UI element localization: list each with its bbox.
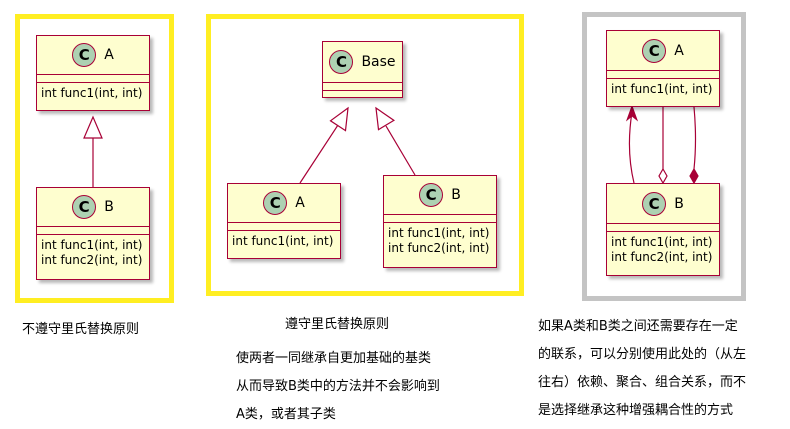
class-badge-icon: C	[642, 191, 667, 216]
method: int func1(int, int)	[41, 86, 143, 100]
p2-class-base: C Base	[322, 41, 403, 98]
p1-class-a-header: C A	[37, 36, 149, 75]
p3-class-b-header: C B	[607, 184, 719, 224]
panel-compliance-frame	[206, 14, 524, 296]
methods-compartment: int func1(int, int)	[228, 231, 340, 252]
description-line: A类，或者其子类	[236, 407, 336, 422]
description-line: 使两者一同继承自更加基础的基类	[236, 351, 432, 366]
class-name: A	[674, 42, 684, 59]
methods-compartment: int func1(int, int) int func2(int, int)	[37, 235, 149, 271]
p2-a-to-base-arrowhead	[329, 106, 349, 132]
method: int func1(int, int)	[611, 235, 713, 249]
class-badge-icon: C	[263, 191, 288, 215]
description-line: 往右）依赖、聚合、组合关系，而不	[538, 375, 747, 390]
class-badge-icon: C	[329, 50, 354, 74]
attributes-compartment	[37, 227, 149, 235]
p2-class-a: C A int func1(int, int)	[227, 183, 341, 259]
p3-dependency-edge	[628, 111, 635, 184]
class-name: A	[104, 47, 114, 63]
class-name: Base	[361, 54, 396, 70]
method: int func2(int, int)	[41, 253, 143, 267]
attributes-compartment	[37, 75, 149, 83]
method: int func1(int, int)	[41, 238, 143, 252]
p1-inheritance-arrowhead	[83, 115, 103, 139]
class-name: B	[451, 187, 461, 203]
p2-a-to-base-edge	[299, 124, 339, 184]
p2-b-to-base-arrowhead	[375, 106, 396, 131]
p3-dependency-arrowhead	[625, 104, 639, 122]
p3-class-a-header: C A	[607, 31, 719, 71]
class-badge-icon: C	[419, 183, 444, 207]
p2-class-base-header: C Base	[323, 42, 402, 83]
panel-association-frame	[582, 12, 746, 301]
p3-class-b: C B int func1(int, int) int func2(int, i…	[606, 183, 720, 276]
panel-violation-frame	[15, 14, 174, 303]
p3-aggregation-diamond	[658, 167, 668, 185]
p2-class-a-header: C A	[228, 184, 340, 223]
attributes-compartment	[607, 71, 719, 79]
class-badge-icon: C	[72, 43, 97, 67]
methods-compartment: int func1(int, int)	[37, 83, 149, 104]
p1-class-a: C A int func1(int, int)	[36, 35, 150, 111]
class-badge-icon: C	[72, 195, 97, 219]
method: int func2(int, int)	[611, 250, 713, 264]
attributes-compartment	[323, 83, 402, 91]
p1-caption: 不遵守里氏替换原则	[22, 322, 140, 337]
p3-composition-diamond	[689, 167, 699, 185]
method: int func1(int, int)	[232, 234, 334, 248]
class-name: B	[104, 199, 114, 215]
description-line: 从而导致B类中的方法并不会影响到	[236, 379, 440, 394]
p2-caption: 遵守里氏替换原则	[285, 317, 390, 332]
p1-class-b: C B int func1(int, int) int func2(int, i…	[36, 187, 150, 280]
class-name: B	[674, 195, 684, 212]
methods-compartment: int func1(int, int) int func2(int, int)	[384, 223, 496, 259]
description-line: 的联系，可以分别使用此处的（从左	[538, 347, 747, 362]
methods-compartment: int func1(int, int)	[607, 79, 719, 100]
p3-description: 如果A类和B类之间还需要存在一定 的联系，可以分别使用此处的（从左 往右）依赖、…	[538, 313, 746, 425]
attributes-compartment	[228, 223, 340, 231]
p2-b-to-base-edge	[385, 125, 416, 176]
p3-composition-edge	[693, 106, 697, 170]
attributes-compartment	[607, 224, 719, 232]
class-name: A	[295, 195, 305, 211]
description-line: 是选择继承这种增强耦合性的方式	[538, 403, 734, 418]
p1-class-b-header: C B	[37, 188, 149, 227]
p3-class-a: C A int func1(int, int)	[606, 30, 720, 107]
class-badge-icon: C	[642, 38, 667, 63]
attributes-compartment	[384, 215, 496, 223]
description-line: 如果A类和B类之间还需要存在一定	[538, 319, 738, 334]
methods-compartment: int func1(int, int) int func2(int, int)	[607, 232, 719, 268]
method: int func1(int, int)	[388, 226, 490, 240]
p2-class-b-header: C B	[384, 176, 496, 215]
p2-description: 使两者一同继承自更加基础的基类 从而导致B类中的方法并不会影响到 A类，或者其子…	[236, 345, 440, 429]
p2-class-b: C B int func1(int, int) int func2(int, i…	[383, 175, 497, 268]
method: int func1(int, int)	[611, 82, 713, 96]
method: int func2(int, int)	[388, 241, 490, 255]
